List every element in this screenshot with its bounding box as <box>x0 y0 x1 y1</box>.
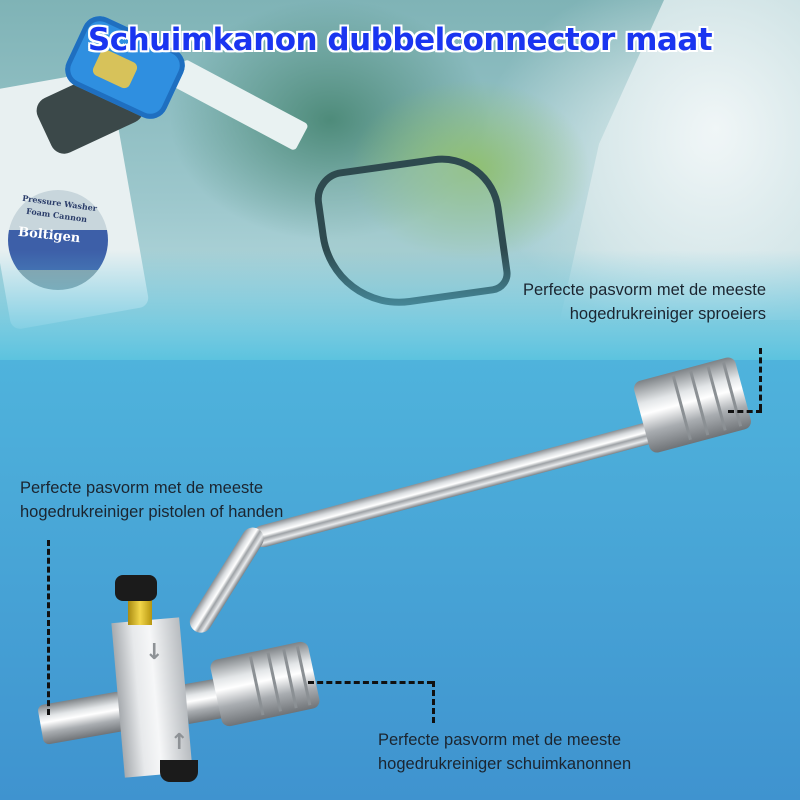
bottle-label-brand: Boltigen <box>17 224 81 247</box>
leader-line-foam-cannons-horizontal <box>308 681 433 684</box>
adjustment-knob <box>115 575 157 601</box>
callout-sprayers: Perfecte pasvorm met de meeste hogedrukr… <box>523 278 766 326</box>
coupler-ring <box>722 362 743 427</box>
coupler-ring <box>282 649 298 709</box>
callout-pistols-line2: hogedrukreiniger pistolen of handen <box>20 503 284 521</box>
callout-pistols-line1: Perfecte pasvorm met de meeste <box>20 479 264 497</box>
flow-up-arrow-icon: ↑ <box>170 730 189 755</box>
page-title: Schuimkanon dubbelconnector maat <box>87 22 713 58</box>
lance-tube-bend <box>185 523 268 637</box>
bottle-label: Pressure Washer Foam Cannon Boltigen <box>8 190 108 290</box>
foam-wash-photo: Pressure Washer Foam Cannon Boltigen <box>0 0 800 360</box>
coupler-ring <box>295 646 312 706</box>
flow-down-arrow-icon: ↓ <box>145 640 164 665</box>
car-side-mirror <box>310 147 514 317</box>
leader-line-foam-cannons-vertical <box>432 681 435 723</box>
coupler-ring <box>248 656 265 716</box>
callout-pistols: Perfecte pasvorm met de meeste hogedrukr… <box>20 476 283 524</box>
callout-sprayers-line2: hogedrukreiniger sproeiers <box>569 305 766 323</box>
callout-foam-cannons-line1: Perfecte pasvorm met de meeste <box>378 731 622 749</box>
inlet-quick-plug <box>37 690 128 746</box>
foam-cannon-quick-coupler <box>209 640 321 728</box>
brass-valve-stem <box>128 599 152 625</box>
leader-line-sprayers-horizontal <box>728 410 762 413</box>
coupler-ring <box>266 652 282 712</box>
end-cap <box>160 760 198 782</box>
callout-foam-cannons: Perfecte pasvorm met de meeste hogedrukr… <box>378 728 631 776</box>
callout-sprayers-line1: Perfecte pasvorm met de meeste <box>522 281 766 299</box>
sprayer-quick-coupler <box>632 355 753 455</box>
coupler-ring <box>706 366 727 431</box>
foam-lance <box>171 58 309 152</box>
lance-tube-long <box>250 419 662 550</box>
leader-line-pistols-vertical <box>47 540 50 715</box>
leader-line-sprayers-vertical <box>759 348 762 410</box>
callout-foam-cannons-line2: hogedrukreiniger schuimkanonnen <box>378 755 632 773</box>
coupler-ring <box>671 375 692 441</box>
coupler-ring <box>689 370 710 436</box>
